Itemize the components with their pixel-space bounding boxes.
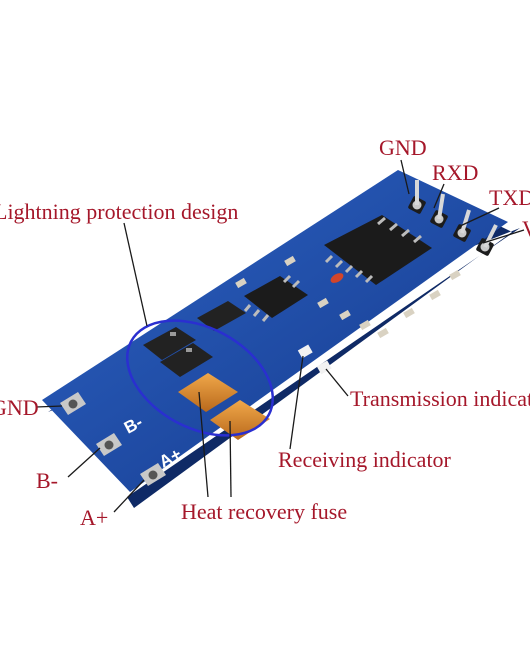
vcc-pin-label: VCC: [522, 216, 530, 241]
highlight-ellipse: [125, 319, 275, 437]
terminal-a-label: A+: [80, 505, 109, 530]
rxd-pin-label: RXD: [432, 160, 479, 185]
tx-led: [316, 360, 332, 375]
heat-recovery-fuse-label: Heat recovery fuse: [181, 499, 348, 524]
gnd-pin-label: GND: [379, 135, 427, 160]
txd-pin-label: TXD: [489, 185, 530, 210]
transmission-indicator-label: Transmission indicator: [350, 386, 530, 411]
small-ic: [243, 274, 308, 322]
resettable-fuses: [178, 373, 270, 440]
terminal-b-label: B-: [36, 468, 58, 493]
tvs-diodes: [143, 301, 246, 377]
right-header-pins: [408, 180, 498, 256]
red-diode: [330, 273, 344, 283]
lightning-protection-label: Lightning protection design: [0, 199, 239, 224]
rx-led: [297, 344, 313, 359]
left-terminal-pads: [60, 392, 166, 486]
passive-components: [235, 255, 461, 339]
callout-lines: [35, 159, 525, 513]
terminal-gnd-label: GND: [0, 395, 39, 420]
receiving-indicator-label: Receiving indicator: [278, 447, 451, 472]
transceiver-chip: [324, 215, 432, 285]
